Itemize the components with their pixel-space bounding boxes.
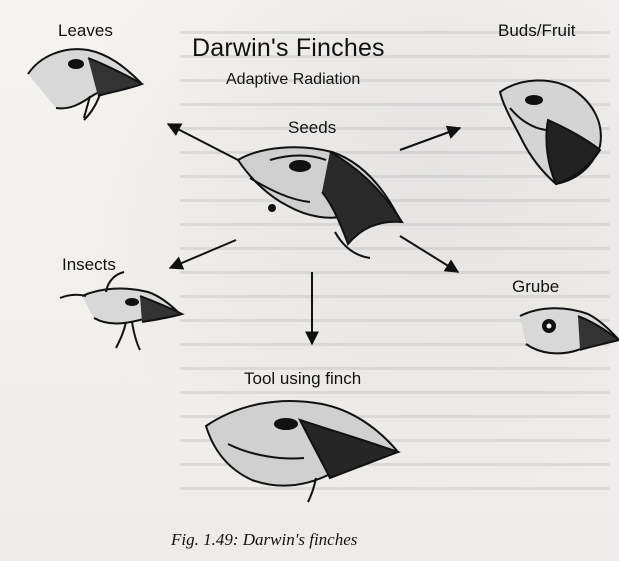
arrow-to-insects: [170, 240, 236, 268]
arrow-to-leaves: [168, 124, 238, 160]
label-buds-fruit: Buds/Fruit: [498, 21, 575, 41]
diagram-title: Darwin's Finches: [192, 34, 385, 63]
arrow-to-grube: [400, 236, 458, 272]
tool-using-finch-illustration: [206, 401, 398, 502]
buds-fruit-finch-illustration: [500, 80, 601, 184]
diagram-subtitle: Adaptive Radiation: [226, 71, 360, 89]
leaves-finch-illustration: [28, 49, 142, 120]
insects-finch-illustration: [60, 272, 182, 350]
label-seeds: Seeds: [288, 118, 336, 138]
grube-finch-illustration: [520, 308, 619, 353]
label-insects: Insects: [62, 255, 116, 275]
label-tool-using-finch: Tool using finch: [244, 369, 361, 389]
seeds-finch-illustration: [238, 147, 402, 258]
arrow-to-buds-fruit: [400, 128, 460, 150]
label-leaves: Leaves: [58, 21, 113, 41]
label-grube: Grube: [512, 277, 559, 297]
figure-caption: Fig. 1.49: Darwin's finches: [171, 530, 357, 550]
